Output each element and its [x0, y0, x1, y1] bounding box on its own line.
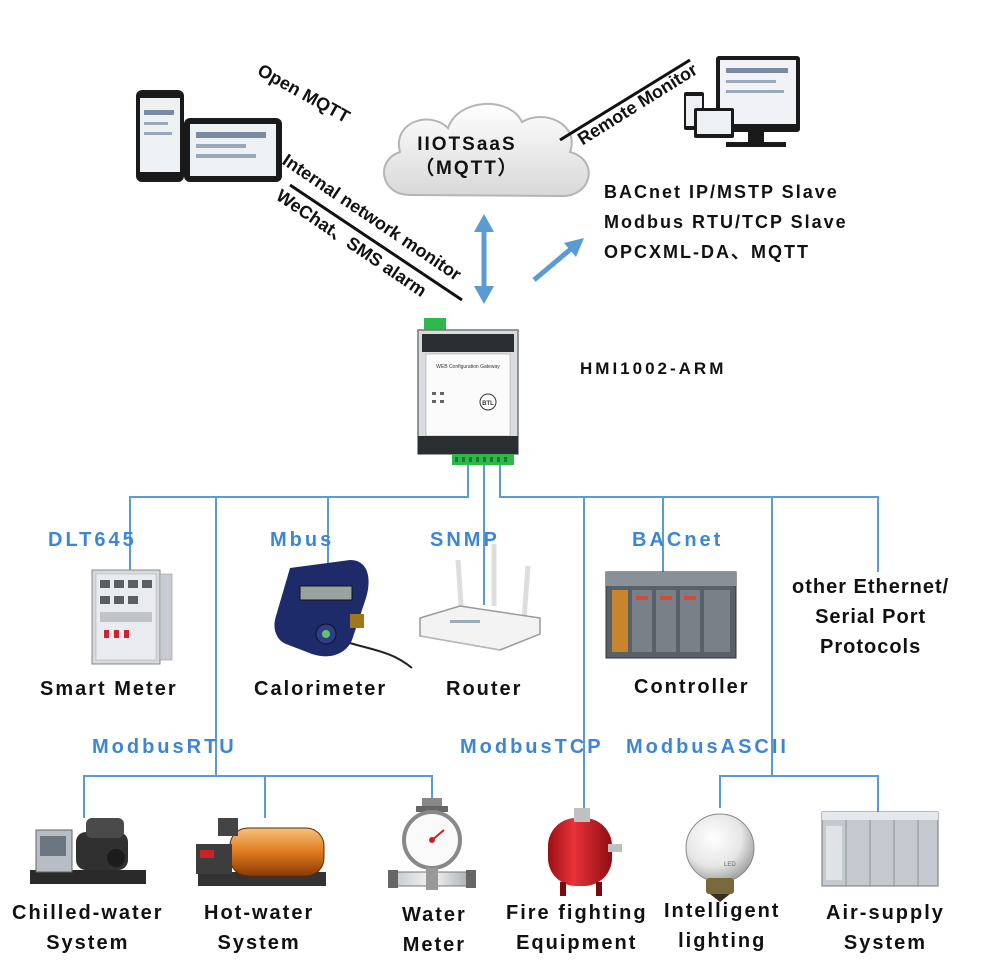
- cloud-label-line1: IIOTSaaS: [417, 134, 517, 155]
- air-supply-line2: System: [843, 932, 928, 954]
- calorimeter-label: Calorimeter: [254, 678, 388, 700]
- gateway-device: WEB Configuration Gateway BTL: [417, 318, 519, 465]
- feature-modbus-slave: Modbus RTU/TCP Slave: [604, 212, 848, 232]
- calorimeter-device: [274, 560, 413, 669]
- chilled-water-label: Chilled-water System: [12, 898, 164, 958]
- protocol-snmp: SNMP: [430, 529, 500, 551]
- hot-water-line2: System: [217, 932, 301, 954]
- intelligent-lighting-line2: lighting: [678, 930, 767, 952]
- other-protocols-line3: Protocols: [820, 636, 922, 658]
- chiller-unit: [30, 818, 146, 884]
- water-meter-line1: Water: [402, 904, 467, 926]
- intelligent-lighting-line1: Intelligent: [664, 900, 781, 922]
- led-text: LED: [724, 862, 736, 868]
- protocol-bacnet: BACnet: [632, 529, 724, 551]
- other-protocols-line2: Serial Port: [815, 606, 927, 628]
- water-meter-label: Water Meter: [402, 900, 467, 960]
- air-supply-line1: Air-supply: [826, 902, 945, 924]
- protocol-mbus: Mbus: [270, 529, 335, 551]
- other-protocols-label: other Ethernet/ Serial Port Protocols: [792, 572, 949, 662]
- fire-fighting-label: Fire fighting Equipment: [506, 898, 648, 958]
- feature-bacnet-slave: BACnet IP/MSTP Slave: [604, 182, 839, 202]
- chilled-water-line2: System: [46, 932, 130, 954]
- air-supply-unit: [821, 811, 939, 887]
- other-protocols-line1: other Ethernet/: [792, 576, 950, 598]
- cloud-label-line2: （MQTT）: [415, 158, 519, 179]
- gateway-panel-title: WEB Configuration Gateway: [436, 364, 500, 370]
- fire-tank-device: [548, 808, 622, 896]
- protocol-modbus-tcp: ModbusTCP: [460, 736, 604, 758]
- fire-fighting-line2: Equipment: [516, 932, 638, 954]
- protocol-modbus-ascii: ModbusASCII: [626, 736, 789, 758]
- router-device: [419, 544, 541, 651]
- smart-meter-label: Smart Meter: [40, 678, 178, 700]
- router-label: Router: [446, 678, 523, 700]
- double-arrow-icon: [474, 214, 494, 304]
- hot-water-label: Hot-water System: [204, 898, 314, 958]
- internal-monitor-line: [289, 183, 463, 302]
- feature-opc-mqtt: OPCXML-DA、MQTT: [604, 242, 810, 262]
- cloud-label: IIOTSaaS （MQTT）: [415, 133, 519, 181]
- remote-monitor-line: [559, 58, 691, 142]
- water-meter-line2: Meter: [402, 934, 467, 956]
- water-meter-device: [388, 798, 476, 890]
- bus-lines: [83, 465, 879, 822]
- cloud-icon: [383, 102, 590, 198]
- phone-tablet-icon: [136, 90, 282, 182]
- fire-fighting-line1: Fire fighting: [506, 902, 648, 924]
- btl-badge: BTL: [482, 401, 494, 407]
- arrow-icon: [532, 238, 584, 282]
- controller-plc: [605, 571, 737, 659]
- protocol-dlt645: DLT645: [48, 529, 137, 551]
- controller-label: Controller: [634, 676, 750, 698]
- led-bulb-icon: LED: [685, 813, 755, 902]
- intelligent-lighting-label: Intelligent lighting: [664, 896, 780, 956]
- hot-water-line1: Hot-water: [204, 902, 315, 924]
- boiler-unit: [196, 818, 326, 886]
- protocol-modbus-rtu: ModbusRTU: [92, 736, 237, 758]
- desktop-monitor-icon: [684, 56, 800, 147]
- smart-meter-cabinet: [91, 569, 173, 665]
- air-supply-label: Air-supply System: [826, 898, 945, 958]
- chilled-water-line1: Chilled-water: [12, 902, 164, 924]
- gateway-model-label: HMI1002-ARM: [580, 359, 727, 378]
